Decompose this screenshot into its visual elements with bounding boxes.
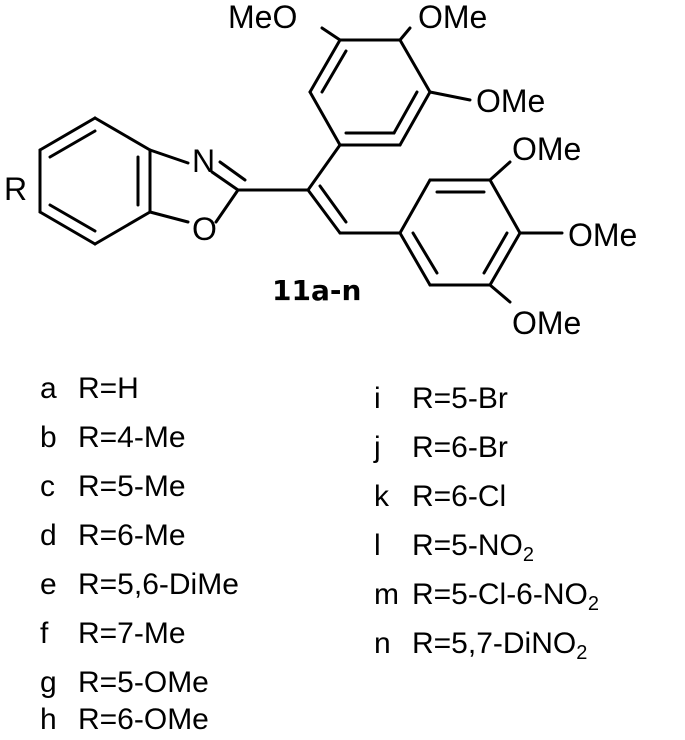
legend-entry-e: e R=5,6-DiMe bbox=[40, 568, 239, 602]
legend-letter: n bbox=[374, 627, 391, 660]
legend-entry-n: n R=5,7-DiNO2 bbox=[374, 627, 587, 670]
legend-subscript: 2 bbox=[576, 642, 588, 664]
legend-substituent: R=6-Cl bbox=[412, 480, 507, 513]
legend-letter: g bbox=[40, 666, 57, 699]
legend-letter: l bbox=[374, 529, 381, 562]
r-substituent-label: R bbox=[4, 171, 27, 207]
nitrogen-atom-label: N bbox=[192, 143, 215, 179]
lower-trimethoxyphenyl-ring bbox=[398, 160, 564, 304]
legend-substituent: R=6-Br bbox=[412, 431, 508, 464]
legend-subscript: 2 bbox=[522, 544, 534, 566]
legend-entry-h: h R=6-OMe bbox=[40, 703, 209, 737]
upper-methoxy-label-1: MeO bbox=[228, 0, 297, 35]
legend-entry-i: i R=5-Br bbox=[374, 382, 508, 416]
legend-substituent: R=7-Me bbox=[78, 617, 186, 650]
chemical-structure-diagram: R N O MeO OMe OMe OMe OMe OMe 11a-n bbox=[4, 0, 637, 341]
legend-substituent: R=5-OMe bbox=[78, 666, 209, 699]
legend-letter: k bbox=[374, 480, 389, 513]
upper-methoxy-label-2: OMe bbox=[418, 0, 487, 35]
legend-substituent: R=5,6-DiMe bbox=[78, 568, 239, 601]
legend-entry-j: j R=6-Br bbox=[374, 431, 508, 465]
lower-methoxy-label-1: OMe bbox=[512, 131, 581, 167]
legend-entry-a: a R=H bbox=[40, 372, 139, 406]
legend-letter: j bbox=[374, 431, 381, 464]
legend-letter: e bbox=[40, 568, 57, 601]
legend-substituent: R=5-NO bbox=[412, 529, 523, 562]
legend-entry-k: k R=6-Cl bbox=[374, 480, 506, 514]
legend-substituent: R=5-Br bbox=[412, 382, 508, 415]
legend-letter: m bbox=[374, 578, 399, 611]
compound-series-label: 11a-n bbox=[272, 274, 361, 307]
legend-substituent: R=4-Me bbox=[78, 421, 186, 454]
upper-methoxy-label-3: OMe bbox=[476, 83, 545, 119]
legend-entry-b: b R=4-Me bbox=[40, 421, 186, 455]
lower-methoxy-label-2: OMe bbox=[568, 217, 637, 253]
legend-letter: a bbox=[40, 372, 57, 405]
legend-substituent: R=6-Me bbox=[78, 519, 186, 552]
benzoxazole-benzene-ring bbox=[38, 116, 152, 246]
legend-substituent: R=5,7-DiNO bbox=[412, 627, 577, 660]
legend-substituent: R=H bbox=[78, 372, 139, 405]
legend-letter: d bbox=[40, 519, 57, 552]
oxygen-atom-label: O bbox=[192, 211, 217, 247]
legend-substituent: R=5-Me bbox=[78, 470, 186, 503]
legend-subscript: 2 bbox=[587, 593, 599, 615]
legend-letter: c bbox=[40, 470, 55, 503]
legend-letter: i bbox=[374, 382, 381, 415]
legend-letter: f bbox=[40, 617, 49, 650]
legend-entry-l: l R=5-NO2 bbox=[374, 529, 534, 572]
legend-letter: h bbox=[40, 703, 57, 736]
legend-entry-m: m R=5-Cl-6-NO2 bbox=[374, 578, 599, 621]
legend-entry-c: c R=5-Me bbox=[40, 470, 186, 504]
upper-trimethoxyphenyl-ring bbox=[308, 26, 472, 147]
legend-letter: b bbox=[40, 421, 57, 454]
legend-entry-d: d R=6-Me bbox=[40, 519, 186, 553]
legend-substituent: R=6-OMe bbox=[78, 703, 209, 736]
legend-substituent: R=5-Cl-6-NO bbox=[412, 578, 588, 611]
legend-entry-g: g R=5-OMe bbox=[40, 666, 209, 700]
stilbene-linker bbox=[236, 143, 402, 235]
oxazole-ring bbox=[148, 148, 247, 224]
legend-entry-f: f R=7-Me bbox=[40, 617, 186, 651]
lower-methoxy-label-3: OMe bbox=[512, 305, 581, 341]
